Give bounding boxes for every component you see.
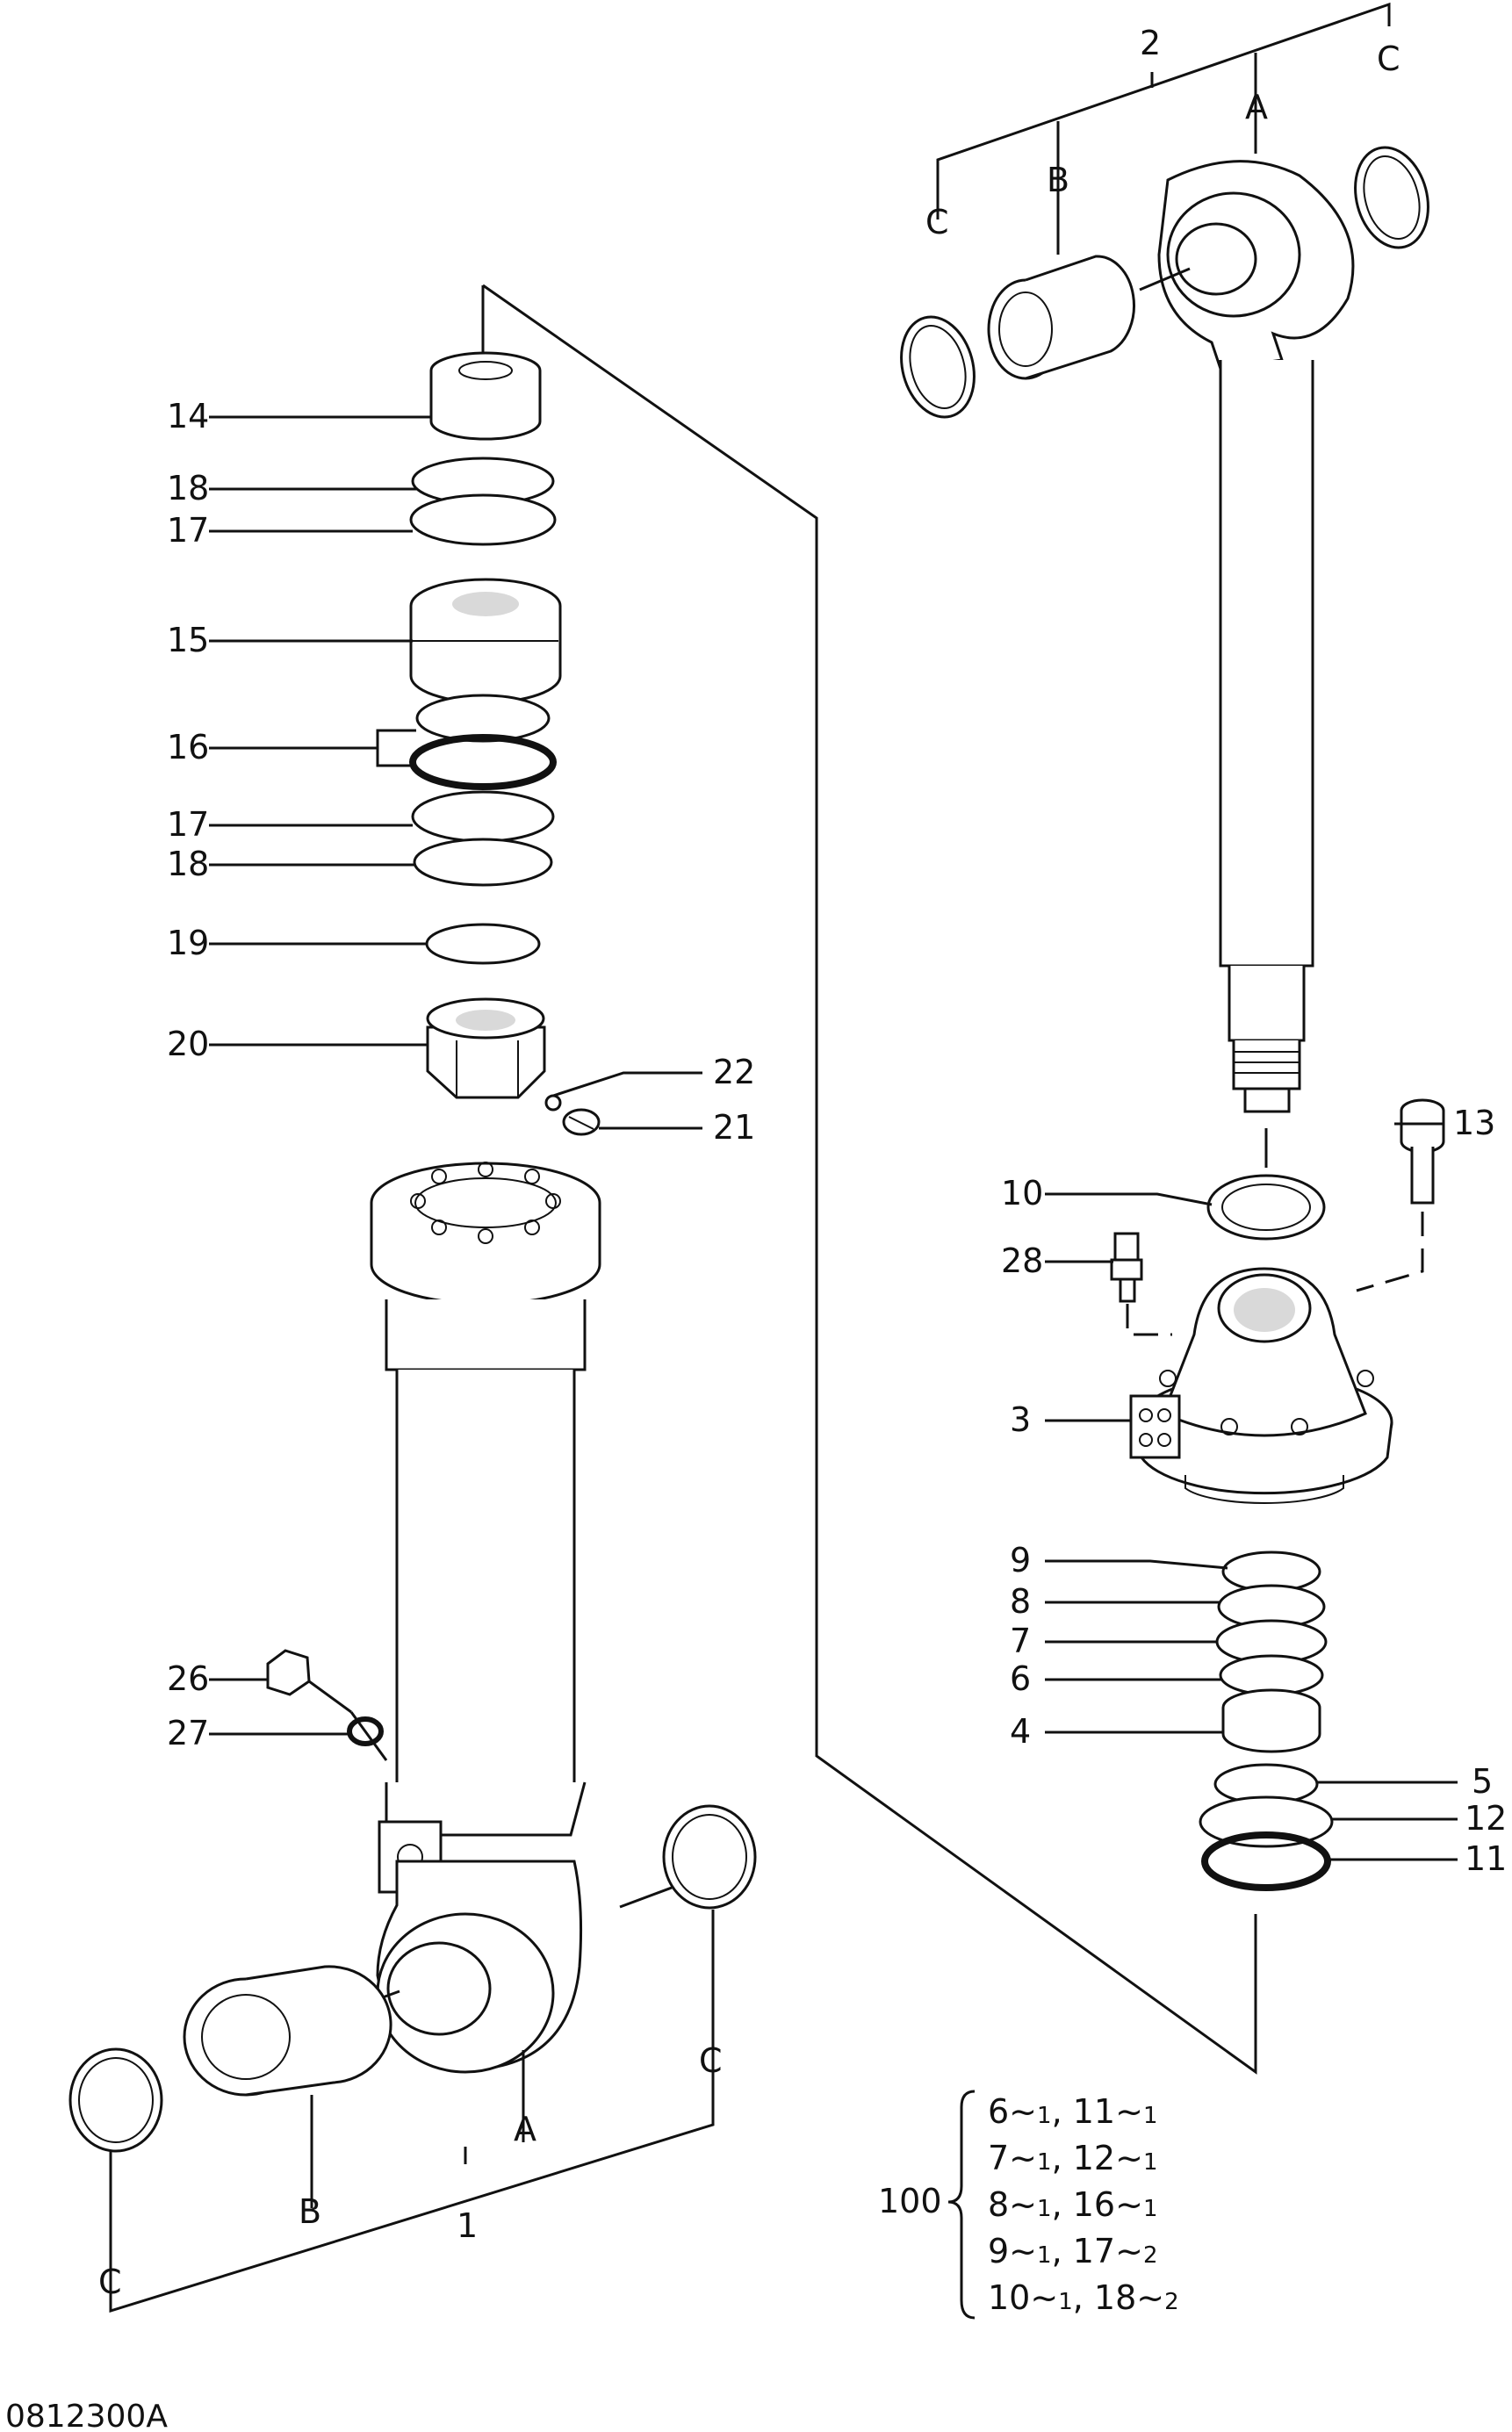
part-16-o-ring [409, 734, 557, 790]
callout-18: 18 [167, 469, 209, 507]
drawing-code: 0812300A [5, 2399, 168, 2432]
callout-3: 3 [1010, 1400, 1031, 1439]
part-11-o-ring [1201, 1831, 1331, 1891]
callout-10: 10 [1001, 1174, 1043, 1212]
callout-27: 27 [167, 1714, 209, 1752]
callout-20: 20 [167, 1025, 209, 1063]
part-19-ring [425, 923, 541, 965]
callout-7: 7 [1010, 1622, 1031, 1660]
part-1b-bushing [183, 1965, 392, 2097]
callout-16: 16 [167, 728, 209, 766]
part-15-piston [409, 578, 562, 704]
callout-1-c-right: C [699, 2041, 723, 2080]
callout-labels: 14 18 17 15 16 17 18 19 20 22 21 26 27 1… [98, 24, 1507, 2301]
part-3-rod-cover [1129, 1267, 1393, 1504]
part-1c-seal-ring-right [662, 1804, 757, 1910]
kit-100-row: 7~1, 12~1 [988, 2139, 1157, 2177]
part-22-ball [544, 1094, 562, 1112]
seal-kit-100: 100 6~1, 11~1 7~1, 12~1 8~1, 16~1 9~1, 17~2… [878, 2090, 1179, 2320]
kit-100-row: 9~1, 17~2 [988, 2232, 1157, 2270]
kit-100-row: 6~1, 11~1 [988, 2092, 1157, 2131]
callout-1: 1 [457, 2206, 478, 2245]
kit-100-row: 8~1, 16~1 [988, 2185, 1157, 2224]
part-18-backup-ring [413, 838, 553, 887]
callout-8: 8 [1010, 1582, 1031, 1621]
part-20-nut [426, 997, 546, 1099]
callout-2-c-left: C [925, 203, 949, 241]
callout-21: 21 [713, 1108, 755, 1147]
callout-1-b: B [299, 2192, 321, 2231]
callout-15: 15 [167, 621, 209, 659]
callout-17: 17 [167, 511, 209, 550]
kit-100-list: 6~1, 11~1 7~1, 12~1 8~1, 16~1 9~1, 17~2 10~1… [988, 2092, 1179, 2317]
part-27-o-ring [347, 1716, 384, 1746]
callout-2-c-right: C [1377, 40, 1400, 78]
part-1-cylinder-tube [370, 1162, 601, 2074]
callout-13: 13 [1453, 1104, 1495, 1142]
callout-18: 18 [167, 845, 209, 883]
part-1c-seal-ring-left [68, 2047, 163, 2153]
callout-12: 12 [1465, 1799, 1507, 1838]
part-12-backup-ring [1199, 1795, 1334, 1848]
callout-2: 2 [1140, 24, 1161, 62]
callout-19: 19 [167, 924, 209, 962]
callout-4: 4 [1010, 1712, 1031, 1751]
cylinder-tube-assembly [68, 284, 1257, 2313]
callout-5: 5 [1472, 1762, 1493, 1801]
callout-6: 6 [1010, 1659, 1031, 1698]
piston-rod-assembly [900, 2, 1458, 1891]
part-26-plug [266, 1649, 352, 1714]
part-14-collar [429, 351, 542, 441]
part-28-fitting [1110, 1232, 1143, 1303]
part-10-ring [1206, 1174, 1326, 1241]
callout-2-b: B [1047, 161, 1069, 199]
callout-14: 14 [167, 397, 209, 435]
part-13-bolt [1400, 1098, 1445, 1205]
callout-1-a: A [514, 2110, 536, 2148]
callout-28: 28 [1001, 1241, 1043, 1280]
callout-9: 9 [1010, 1541, 1031, 1579]
kit-100-row: 10~1, 18~2 [988, 2278, 1179, 2317]
part-17-seal-ring [411, 790, 555, 843]
callout-2-a: A [1245, 88, 1268, 126]
callout-100: 100 [878, 2182, 942, 2220]
part-17-seal-ring [409, 493, 557, 546]
callout-11: 11 [1465, 1839, 1507, 1878]
callout-1-c-left: C [98, 2263, 122, 2301]
callout-22: 22 [713, 1053, 755, 1091]
part-6-buffer-ring [1219, 1654, 1324, 1696]
part-21-set-screw [562, 1108, 601, 1136]
callout-26: 26 [167, 1659, 209, 1698]
part-2b-bushing [987, 255, 1135, 380]
callout-17: 17 [167, 805, 209, 844]
part-4-bushing [1221, 1688, 1321, 1753]
part-2-piston-rod [1157, 160, 1355, 1113]
